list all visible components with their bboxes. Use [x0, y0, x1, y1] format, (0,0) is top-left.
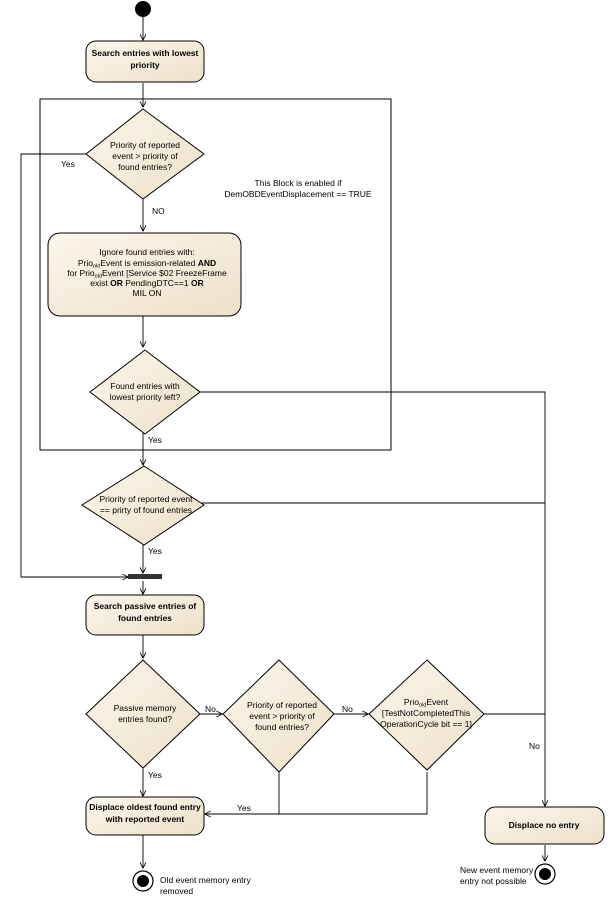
- decision1-line2: event > priority of: [112, 151, 178, 161]
- decision3-line2: == prirty of found entries: [100, 505, 192, 515]
- search-lowest-line2: priority: [130, 60, 160, 70]
- ignore-line4: exist OR PendingDTC==1 OR: [90, 278, 203, 288]
- block-note-line1: This Block is enabled if: [255, 178, 343, 188]
- label-yes-bottom: Yes: [237, 803, 251, 813]
- initial-node: [135, 1, 151, 17]
- decision4-line2: entries found?: [118, 714, 172, 724]
- ignore-line1: Ignore found entries with:: [99, 247, 194, 257]
- decision5-line3: found entries?: [255, 722, 309, 732]
- label-no-passive: No: [205, 704, 216, 714]
- ignore-line3: for PriooldEvent [Service $02 FreezeFram…: [67, 268, 227, 280]
- final-node-old-removed: [132, 870, 154, 892]
- decision1-line3: found entries?: [118, 162, 172, 172]
- decision5-line2: event > priority of: [249, 711, 315, 721]
- label-yes-found-left: Yes: [148, 435, 162, 445]
- edge-decision1-yes: [20, 153, 128, 577]
- final-node-not-possible: [534, 863, 556, 885]
- label-no-1: NO: [152, 206, 165, 216]
- decision6-line2: [TestNotCompletedThis: [382, 708, 470, 718]
- displace-no-label: Displace no entry: [509, 820, 580, 830]
- decision1-line1: Priority of reported: [110, 140, 180, 150]
- ignore-line2: PriooldEvent is emission-related AND: [78, 258, 216, 270]
- edge-decision2-no: [198, 391, 545, 806]
- decision2-line1: Found entries with: [110, 381, 180, 391]
- action-search-lowest: Search entries with lowest priority: [85, 40, 205, 83]
- decision-found-entries-left: Found entries with lowest priority left?: [89, 349, 201, 435]
- search-passive-line2: found entries: [118, 613, 172, 623]
- edge-decision6-yes: [279, 772, 428, 815]
- action-displace-no-entry: Displace no entry: [484, 806, 605, 845]
- decision5-line1: Priority of reported: [247, 700, 317, 710]
- block-note: This Block is enabled if DemOBDEventDisp…: [224, 178, 372, 199]
- final-old-removed-line1: Old event memory entry: [160, 875, 251, 885]
- action-displace-oldest: Displace oldest found entry with reporte…: [85, 796, 205, 836]
- label-no-right: No: [529, 741, 540, 751]
- label-yes-top-left: Yes: [61, 159, 75, 169]
- displace-oldest-line1: Displace oldest found entry: [89, 802, 201, 812]
- decision6-line3: OperationCycle bit == 1]: [380, 719, 472, 729]
- label-yes-passive: Yes: [148, 770, 162, 780]
- join-bar: [128, 574, 162, 579]
- decision-priority-greater-2: Priority of reported event > priority of…: [222, 659, 335, 773]
- label-no-priority-gt2: No: [342, 704, 353, 714]
- search-passive-line1: Search passive entries of: [94, 601, 197, 611]
- decision6-line1: PriooldEvent: [404, 697, 449, 709]
- action-search-passive: Search passive entries of found entries: [85, 594, 205, 636]
- decision2-line2: lowest priority left?: [110, 392, 181, 402]
- displacement-block-region: [39, 98, 392, 451]
- block-note-line2: DemOBDEventDisplacement == TRUE: [224, 189, 372, 199]
- decision4-line1: Passive memory: [114, 703, 178, 713]
- decision-priority-equal: Priority of reported event == prirty of …: [81, 465, 205, 546]
- displace-oldest-line2: with reported event: [105, 814, 185, 824]
- search-lowest-line1: Search entries with lowest: [92, 48, 199, 58]
- final-not-possible-line1: New event memory: [460, 865, 534, 875]
- label-yes-priority-eq: Yes: [148, 546, 162, 556]
- action-ignore-found: Ignore found entries with: PriooldEvent …: [47, 232, 242, 317]
- final-old-removed-line2: removed: [160, 886, 193, 896]
- ignore-line5: MIL ON: [133, 288, 162, 298]
- decision-priority-greater: Priority of reported event > priority of…: [85, 108, 205, 200]
- decision-test-not-completed: PriooldEvent [TestNotCompletedThis Opera…: [368, 659, 485, 771]
- decision-passive-found: Passive memory entries found?: [85, 659, 201, 769]
- final-not-possible-line2: entry not possible: [460, 876, 527, 886]
- connectors: [20, 17, 545, 868]
- decision3-line1: Priority of reported event: [99, 494, 193, 504]
